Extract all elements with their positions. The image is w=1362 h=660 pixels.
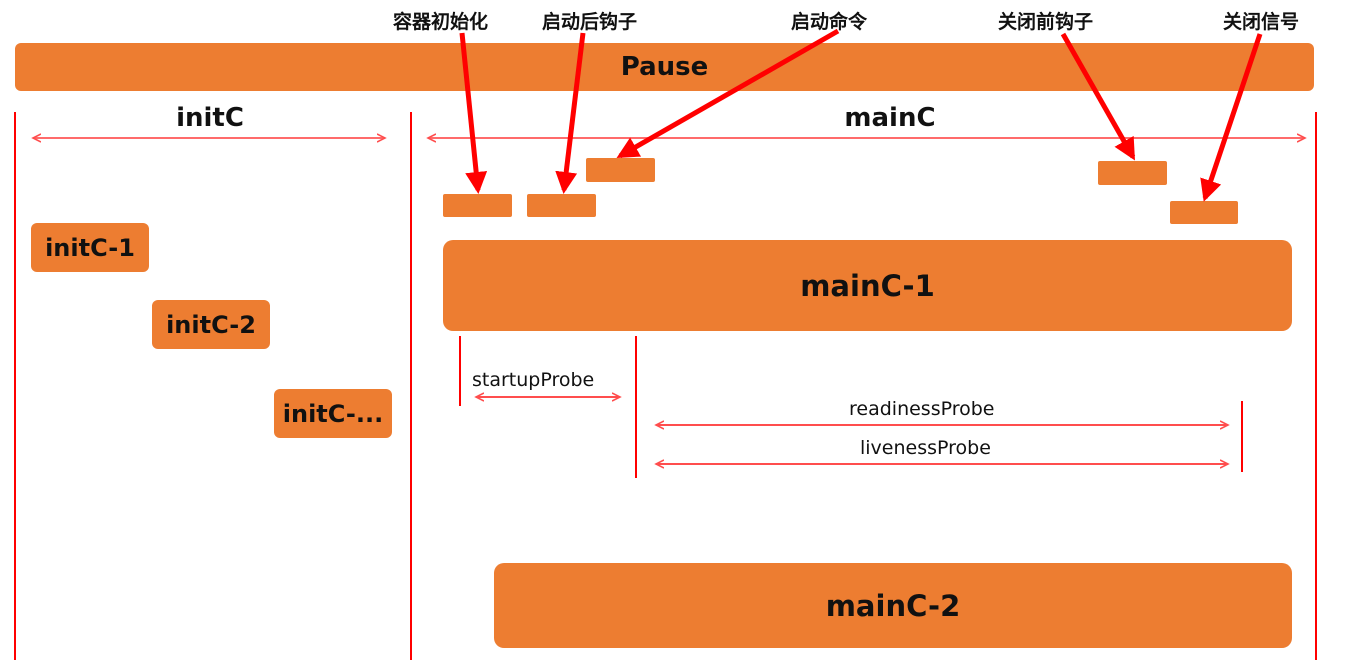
pause-label: Pause xyxy=(620,52,709,82)
init-container-1: initC-1 xyxy=(31,223,149,272)
callout-start-command: 启动命令 xyxy=(791,11,868,33)
liveness-probe-label: livenessProbe xyxy=(860,437,991,459)
stop-signal-block xyxy=(1170,201,1238,224)
post-start-hook-block xyxy=(527,194,596,217)
callout-post-start-hook: 启动后钩子 xyxy=(542,11,638,33)
init-container-2-label: initC-2 xyxy=(166,310,256,339)
section-label-main: mainC xyxy=(844,103,936,133)
main-container-2-label: mainC-2 xyxy=(825,588,961,623)
section-label-init: initC xyxy=(176,103,244,133)
init-container-1-label: initC-1 xyxy=(45,233,135,262)
container-init-block xyxy=(443,194,512,217)
main-container-2: mainC-2 xyxy=(494,563,1292,648)
readiness-probe-label: readinessProbe xyxy=(849,398,995,420)
init-container-2: initC-2 xyxy=(152,300,270,349)
callout-pre-stop-hook: 关闭前钩子 xyxy=(998,11,1094,33)
main-container-1-label: mainC-1 xyxy=(800,268,935,303)
callout-container-init: 容器初始化 xyxy=(393,11,489,33)
pre-stop-hook-block xyxy=(1098,161,1167,185)
main-container-1: mainC-1 xyxy=(443,240,1292,331)
startup-probe-label: startupProbe xyxy=(472,369,595,391)
pause-bar: Pause xyxy=(15,43,1314,91)
init-container-more-label: initC-... xyxy=(282,399,384,428)
init-container-more: initC-... xyxy=(274,389,392,438)
callout-stop-signal: 关闭信号 xyxy=(1223,11,1300,33)
start-command-block xyxy=(586,158,655,182)
